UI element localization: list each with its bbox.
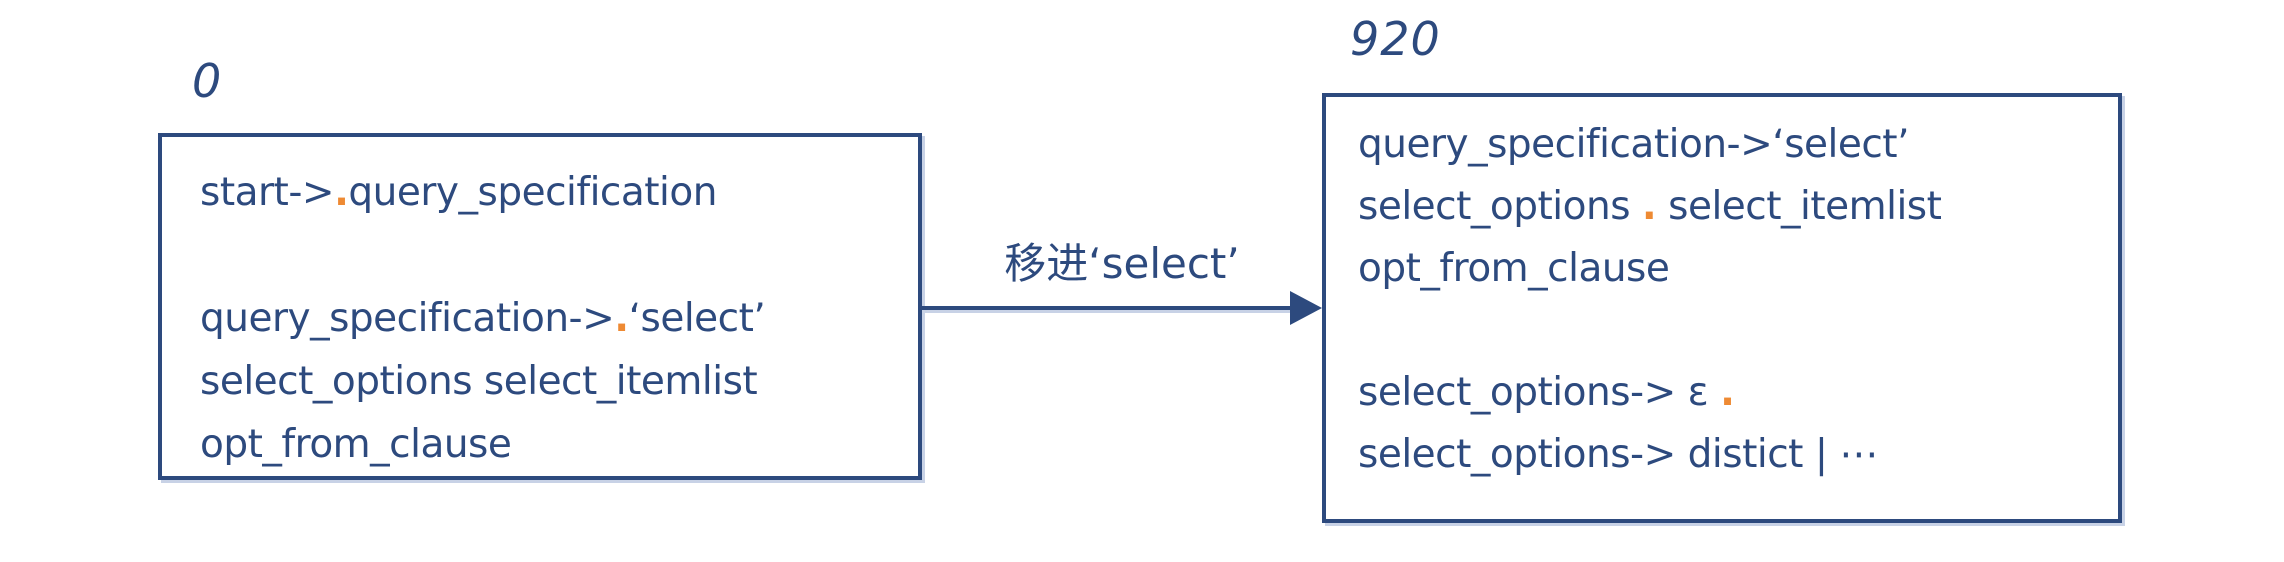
- state-box-0: start->.query_specification query_specif…: [158, 133, 922, 480]
- item-line: query_specification->.‘select’: [200, 287, 908, 350]
- item-text: select_options: [1358, 184, 1642, 229]
- blank-line: [1358, 300, 2108, 362]
- item-text: select_options-> ε: [1358, 370, 1721, 415]
- item-text: start->: [200, 170, 335, 215]
- item-line: select_options-> ε .: [1358, 362, 2108, 424]
- item-text: query_specification: [348, 170, 717, 215]
- blank-line: [200, 224, 908, 287]
- item-line: opt_from_clause: [200, 413, 908, 476]
- item-text: select_options-> distict | ⋯: [1358, 432, 1878, 477]
- item-text: select_itemlist: [1656, 184, 1942, 229]
- parser-dot: .: [334, 170, 349, 215]
- item-text: select_options select_itemlist: [200, 359, 758, 404]
- parser-dot: .: [1641, 184, 1657, 229]
- item-text: query_specification->‘select’: [1358, 122, 1909, 167]
- item-line: start->.query_specification: [200, 161, 908, 224]
- state-id-0: 0: [192, 54, 223, 108]
- item-line: select_options select_itemlist: [200, 350, 908, 413]
- transition-arrow-line: [922, 306, 1294, 310]
- item-line: select_options . select_itemlist: [1358, 176, 2108, 238]
- item-text: ‘select’: [628, 296, 766, 341]
- transition-label: 移进‘select’: [1004, 239, 1240, 288]
- state-box-920: query_specification->‘select’ select_opt…: [1322, 93, 2122, 523]
- item-line: query_specification->‘select’: [1358, 114, 2108, 176]
- state-id-920: 920: [1350, 12, 1441, 66]
- arrow-head-icon: [1290, 291, 1322, 325]
- item-line: opt_from_clause: [1358, 238, 2108, 300]
- item-text: query_specification->: [200, 296, 615, 341]
- item-line: select_options-> distict | ⋯: [1358, 424, 2108, 486]
- parser-dot: .: [614, 296, 629, 341]
- parser-dot: .: [1720, 370, 1735, 415]
- item-text: opt_from_clause: [200, 422, 512, 467]
- item-text: opt_from_clause: [1358, 246, 1670, 291]
